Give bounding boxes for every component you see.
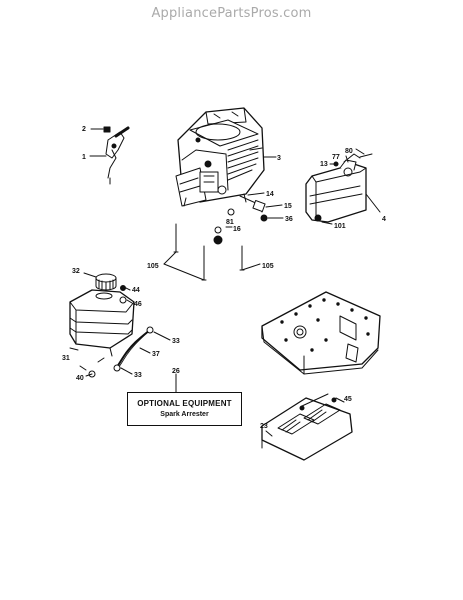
engine-assembly-part[interactable] [175, 107, 265, 207]
callout-77: 77 [332, 154, 340, 161]
callout-1: 1 [82, 154, 86, 161]
muffler-part[interactable] [305, 153, 373, 223]
callout-26: 26 [172, 368, 180, 375]
spark-arrester-part[interactable] [261, 397, 353, 461]
callout-16: 16 [233, 226, 241, 233]
callout-81: 81 [226, 219, 234, 226]
fuel-line-part[interactable] [113, 326, 154, 372]
callout-32: 32 [72, 268, 80, 275]
fuel-fitting-part[interactable] [88, 285, 127, 378]
mounting-bolts-part[interactable] [163, 223, 261, 281]
callout-4: 4 [382, 216, 386, 223]
callout-36: 36 [285, 216, 293, 223]
callout-2: 2 [82, 126, 86, 133]
callout-105-left: 105 [147, 263, 159, 270]
optional-equipment-box: OPTIONAL EQUIPMENT Spark Arrester [127, 392, 242, 426]
callout-31: 31 [62, 355, 70, 362]
callout-14: 14 [266, 191, 274, 198]
site-watermark: AppliancePartsPros.com [151, 6, 312, 21]
exhaust-fitting-part[interactable] [213, 195, 268, 245]
callout-40: 40 [76, 375, 84, 382]
fuel-tank-part[interactable] [69, 289, 135, 357]
callout-44: 44 [132, 287, 140, 294]
optional-equipment-title: OPTIONAL EQUIPMENT [137, 399, 232, 408]
callout-45: 45 [344, 396, 352, 403]
spark-arrester-label: Spark Arrester [160, 411, 209, 418]
callout-13: 13 [320, 161, 328, 168]
callout-46: 46 [134, 301, 142, 308]
callout-37: 37 [152, 351, 160, 358]
callout-33-lower: 33 [134, 372, 142, 379]
callout-23: 23 [260, 423, 268, 430]
throttle-control-part[interactable] [103, 126, 130, 185]
callout-33-upper: 33 [172, 338, 180, 345]
callout-15: 15 [284, 203, 292, 210]
engine-mounting-plate-part[interactable] [261, 291, 381, 375]
callout-3: 3 [277, 155, 281, 162]
callout-80: 80 [345, 148, 353, 155]
callout-101: 101 [334, 223, 346, 230]
callout-105-right: 105 [262, 263, 274, 270]
fuel-cap-part[interactable] [95, 273, 117, 291]
